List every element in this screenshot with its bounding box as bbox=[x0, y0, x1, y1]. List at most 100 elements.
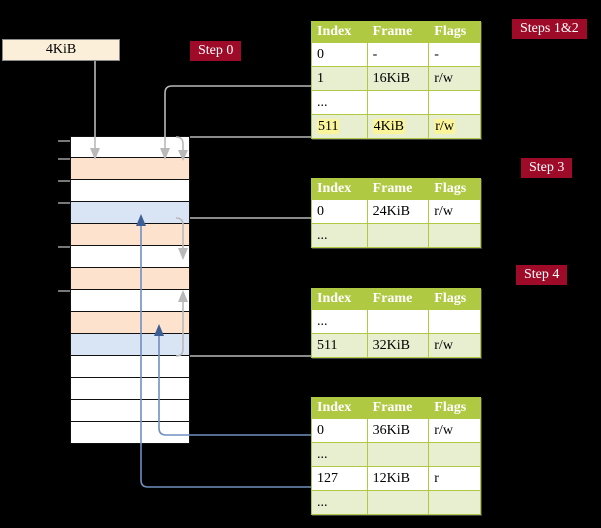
table-cell: 32KiB bbox=[366, 333, 430, 358]
table-row: 511 4KiB r/w bbox=[311, 114, 481, 139]
table-cell: 36KiB bbox=[366, 418, 430, 443]
badge-steps-1-and-2-label: Steps 1&2 bbox=[520, 21, 579, 36]
table-cell: 0 bbox=[311, 199, 368, 224]
table-cell bbox=[428, 490, 481, 515]
table-cell: 511 bbox=[311, 333, 368, 358]
table-cell: 16KiB bbox=[366, 66, 430, 91]
memory-frame-row bbox=[70, 246, 190, 268]
memory-frame-row bbox=[70, 334, 190, 356]
table-cell: 12KiB bbox=[366, 466, 430, 491]
column-header-frame: Frame bbox=[366, 397, 430, 419]
table-row: ... bbox=[311, 490, 481, 515]
column-header-index: Index bbox=[311, 288, 368, 310]
memory-frame-row bbox=[70, 378, 190, 400]
badge-step-4: Step 4 bbox=[516, 265, 568, 286]
table-cell: 4KiB bbox=[366, 114, 430, 139]
table-cell: ... bbox=[311, 309, 368, 334]
table-row: ... bbox=[311, 223, 481, 248]
table-cell: 0 bbox=[311, 42, 368, 67]
table-cell bbox=[366, 309, 430, 334]
badge-step-4-label: Step 4 bbox=[524, 267, 560, 282]
table-row: ... bbox=[311, 309, 481, 334]
table-cell: ... bbox=[311, 90, 368, 115]
highlighted-value: 511 bbox=[317, 118, 340, 134]
table-cell: r/w bbox=[428, 333, 481, 358]
table-cell: 1 bbox=[311, 66, 368, 91]
memory-tick bbox=[58, 158, 72, 160]
badge-step-0: Step 0 bbox=[190, 41, 242, 62]
source-page-label: 4KiB bbox=[45, 42, 77, 57]
column-header-index: Index bbox=[311, 21, 368, 43]
column-header-index: Index bbox=[311, 178, 368, 200]
memory-frame-row bbox=[70, 400, 190, 422]
table-cell bbox=[428, 223, 481, 248]
memory-tick bbox=[58, 246, 72, 248]
table-cell bbox=[366, 223, 430, 248]
highlighted-value: 4KiB bbox=[372, 118, 405, 134]
table-row: ... bbox=[311, 90, 481, 115]
column-header-flags: Flags bbox=[428, 178, 481, 200]
memory-tick bbox=[58, 140, 72, 142]
column-header-flags: Flags bbox=[428, 288, 481, 310]
highlighted-value: r/w bbox=[434, 118, 455, 134]
badge-step-3: Step 3 bbox=[521, 158, 573, 179]
table-cell bbox=[428, 442, 481, 467]
table-cell: - bbox=[428, 42, 481, 67]
column-header-frame: Frame bbox=[366, 288, 430, 310]
table-cell: 0 bbox=[311, 418, 368, 443]
badge-step-0-label: Step 0 bbox=[198, 43, 234, 58]
memory-frame-row bbox=[70, 224, 190, 246]
column-header-flags: Flags bbox=[428, 397, 481, 419]
badge-steps-1-and-2: Steps 1&2 bbox=[512, 19, 587, 40]
memory-frame-row bbox=[70, 290, 190, 312]
table-row: ... bbox=[311, 442, 481, 467]
physical-memory-column bbox=[70, 136, 190, 444]
table-cell bbox=[366, 442, 430, 467]
table-cell bbox=[428, 309, 481, 334]
table-cell: - bbox=[366, 42, 430, 67]
table-cell: ... bbox=[311, 442, 368, 467]
column-header-flags: Flags bbox=[428, 21, 481, 43]
table-cell bbox=[366, 90, 430, 115]
table-cell bbox=[428, 90, 481, 115]
memory-frame-row bbox=[70, 356, 190, 378]
table-cell: 511 bbox=[311, 114, 368, 139]
table-row: 0-- bbox=[311, 42, 481, 67]
source-page-box: 4KiB bbox=[2, 39, 120, 61]
memory-frame-row bbox=[70, 268, 190, 290]
table-cell: ... bbox=[311, 490, 368, 515]
memory-tick bbox=[58, 290, 72, 292]
memory-frame-row bbox=[70, 312, 190, 334]
table-cell: r bbox=[428, 466, 481, 491]
table-cell: 24KiB bbox=[366, 199, 430, 224]
table-cell bbox=[366, 490, 430, 515]
memory-frame-row bbox=[70, 422, 190, 444]
badge-step-3-label: Step 3 bbox=[529, 160, 565, 175]
column-header-frame: Frame bbox=[366, 21, 430, 43]
table-cell: r/w bbox=[428, 114, 481, 139]
table-cell: r/w bbox=[428, 418, 481, 443]
table-cell: 127 bbox=[311, 466, 368, 491]
memory-tick bbox=[58, 202, 72, 204]
column-header-frame: Frame bbox=[366, 178, 430, 200]
memory-frame-row bbox=[70, 158, 190, 180]
table-cell: r/w bbox=[428, 199, 481, 224]
memory-frame-row bbox=[70, 202, 190, 224]
table-cell: r/w bbox=[428, 66, 481, 91]
column-header-index: Index bbox=[311, 397, 368, 419]
table-cell: ... bbox=[311, 223, 368, 248]
